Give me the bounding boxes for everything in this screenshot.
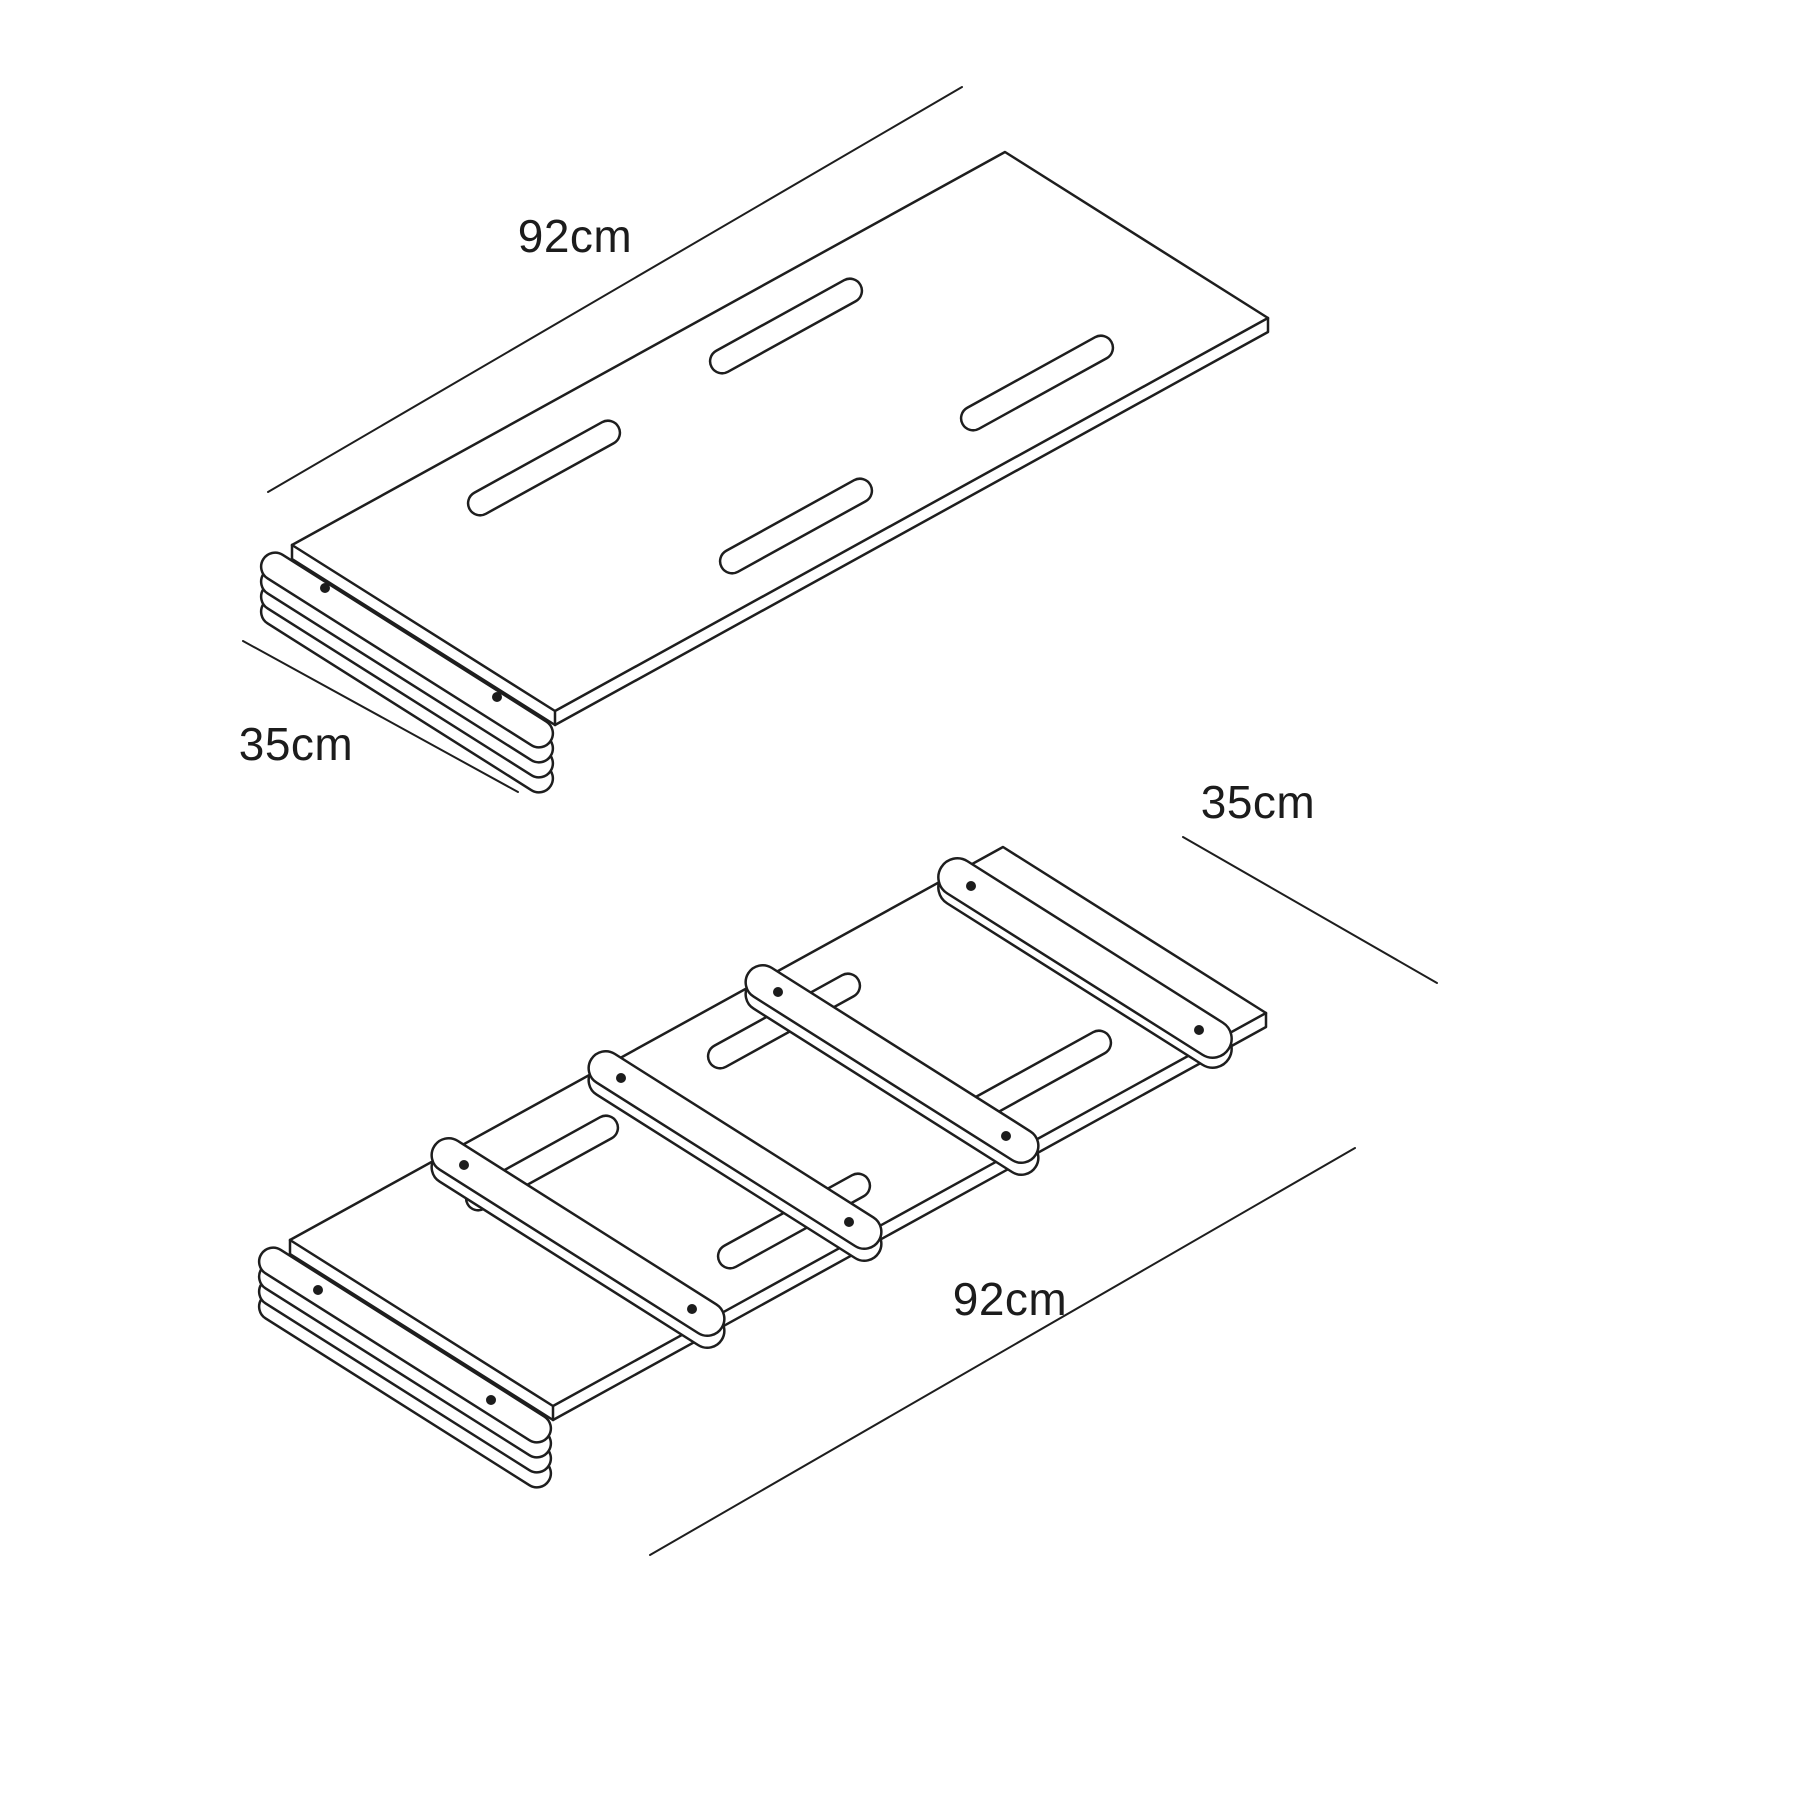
panel-board (288, 845, 1268, 1422)
rung-top (744, 963, 1040, 1165)
rung-bar (430, 1136, 726, 1350)
panel-board (290, 150, 1270, 727)
screw-hole (313, 1285, 323, 1295)
screw-hole (492, 692, 502, 702)
panel-board-edges (290, 316, 1270, 727)
dimension-label-width: 35cm (1201, 776, 1315, 828)
screw-hole (844, 1217, 854, 1227)
figure-flat-panel: 92cm 35cm (239, 86, 1270, 794)
screw-holes (313, 881, 1204, 1405)
stacked-rail (257, 1246, 553, 1489)
dimension-label-length: 92cm (953, 1273, 1067, 1325)
rung-bar (744, 963, 1040, 1177)
dimension-line (1182, 836, 1438, 984)
dimension-length-top: 92cm (267, 86, 963, 493)
slot-cutout (718, 477, 874, 575)
rung-top (430, 1136, 726, 1338)
screw-hole (687, 1304, 697, 1314)
slot-cutouts (466, 277, 1115, 575)
dimension-label-width: 35cm (239, 718, 353, 770)
screw-hole (1001, 1131, 1011, 1141)
rung-top (587, 1049, 883, 1251)
screw-hole (616, 1073, 626, 1083)
screw-hole (1194, 1025, 1204, 1035)
figure-rung-panel: 35cm 92cm (257, 776, 1438, 1556)
screw-hole (459, 1160, 469, 1170)
screw-hole (486, 1395, 496, 1405)
stacked-rail (259, 551, 555, 794)
dimension-line (242, 640, 519, 793)
slot-cutout (959, 334, 1115, 432)
rail-layer (257, 1246, 553, 1444)
rail-layer (259, 551, 555, 749)
dimension-line (267, 86, 963, 493)
dimension-line (649, 1147, 1356, 1556)
dimension-width-top: 35cm (239, 640, 519, 793)
dimension-label-length: 92cm (518, 210, 632, 262)
screw-hole (773, 987, 783, 997)
slot-cutout (708, 277, 864, 375)
slot-cutout (466, 419, 622, 517)
rung-bar (587, 1049, 883, 1263)
end-rail-top (937, 857, 1233, 1059)
dimension-width-bottom: 35cm (1182, 776, 1438, 984)
end-rail (937, 857, 1233, 1069)
dimension-length-bottom: 92cm (649, 1147, 1356, 1556)
screw-hole (966, 881, 976, 891)
screw-hole (320, 583, 330, 593)
